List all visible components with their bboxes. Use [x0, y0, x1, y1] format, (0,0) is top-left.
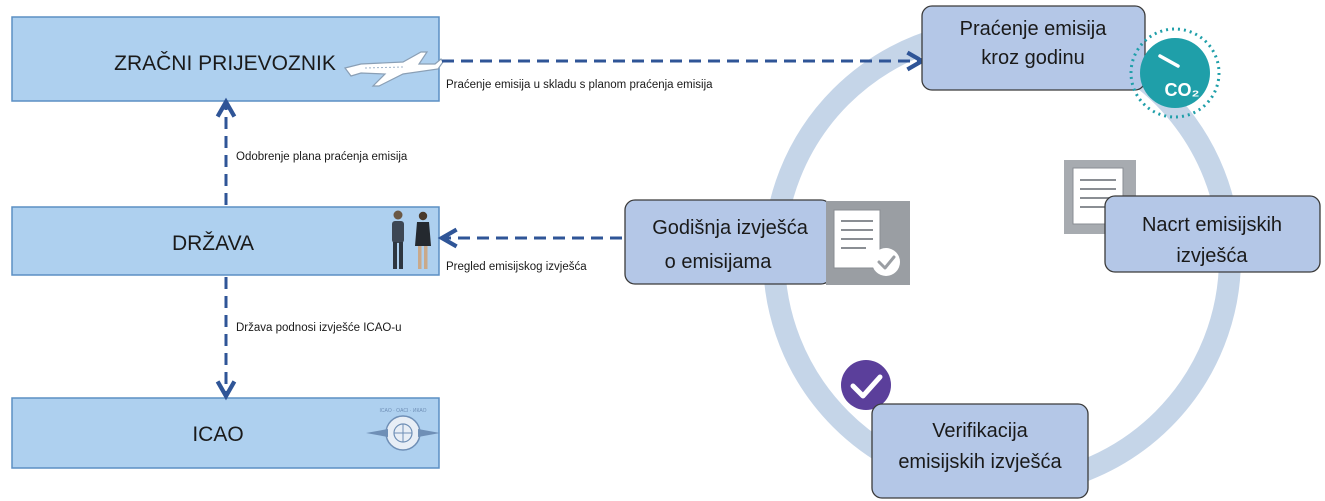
co2-gauge-icon: CO₂ — [1129, 27, 1221, 119]
icao-emblem-icon: ICAO · OACI · ИКАО — [366, 408, 440, 451]
draft-line-1: Nacrt emisijskih — [1142, 214, 1282, 236]
icao-box: ICAO ICAO · OACI · ИКАО — [11, 397, 440, 469]
carrier-box: ZRAČNI PRIJEVOZNIK — [11, 16, 444, 102]
people-icon — [392, 210, 431, 269]
label-cycle-to-state: Pregled emisijskog izvješća — [446, 261, 587, 273]
verification-line-1: Verifikacija — [932, 420, 1028, 442]
annual-line-2: o emisijama — [665, 251, 773, 273]
cycle-verification-node: Verifikacija emisijskih izvješća — [871, 403, 1089, 499]
carrier-label: ZRAČNI PRIJEVOZNIK — [114, 52, 336, 75]
monitoring-line-1: Praćenje emisija — [960, 18, 1108, 40]
label-carrier-to-cycle: Praćenje emisija u skladu s planom praće… — [446, 79, 713, 91]
state-box: DRŽAVA — [11, 206, 440, 276]
cycle-draft-node: Nacrt emisijskih izvješća — [1104, 195, 1321, 273]
co2-label: CO₂ — [1165, 80, 1200, 100]
cycle-annual-node: Godišnja izvješća o emisijama — [624, 199, 832, 285]
verification-line-2: emisijskih izvješća — [898, 451, 1062, 473]
annual-report-icon — [826, 201, 910, 285]
state-label: DRŽAVA — [172, 232, 254, 255]
draft-line-2: izvješća — [1176, 245, 1248, 267]
icao-seal-text: ICAO · OACI · ИКАО — [380, 408, 427, 414]
label-state-to-carrier: Odobrenje plana praćenja emisija — [236, 151, 408, 163]
verification-check-icon — [841, 360, 891, 410]
label-state-to-icao: Država podnosi izvješće ICAO-u — [236, 322, 402, 334]
cycle-monitoring-node: Praćenje emisija kroz godinu — [921, 5, 1146, 91]
annual-line-1: Godišnja izvješća — [652, 217, 809, 239]
icao-label: ICAO — [192, 423, 243, 446]
monitoring-line-2: kroz godinu — [981, 47, 1084, 69]
